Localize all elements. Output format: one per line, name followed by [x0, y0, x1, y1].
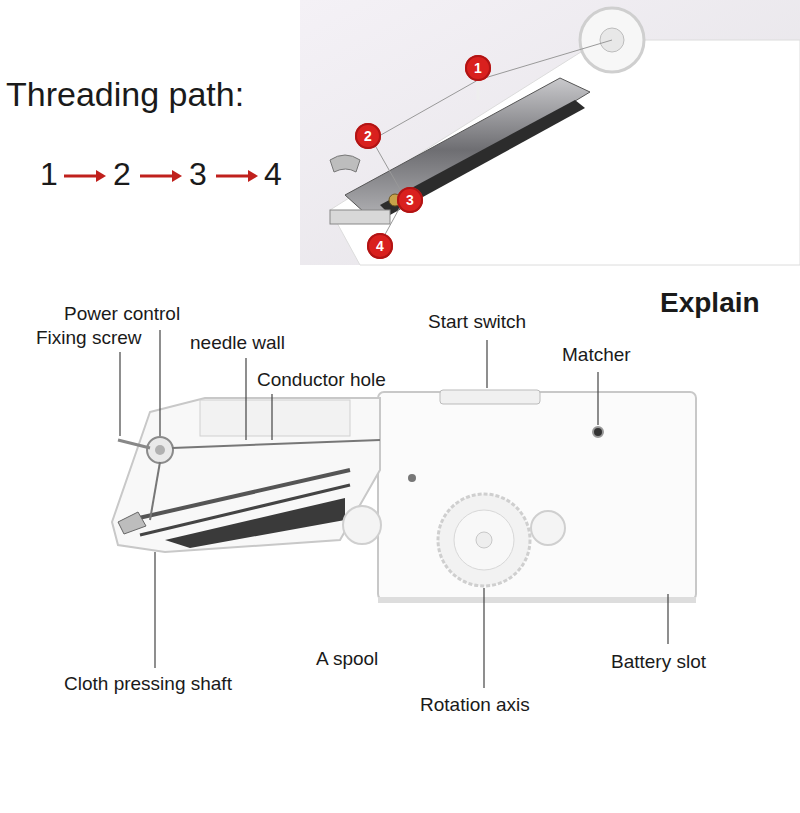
sequence-number: 2: [113, 157, 131, 192]
sequence-number: 4: [264, 157, 282, 192]
part-label: Conductor hole: [257, 370, 386, 391]
part-label: Rotation axis: [420, 695, 530, 716]
callout-number: 1: [474, 61, 482, 75]
threading-photo: [300, 0, 800, 265]
callout-number: 3: [406, 193, 414, 207]
callout-circle: 1: [465, 55, 491, 81]
callout-circle: 3: [397, 187, 423, 213]
sewing-machine: [112, 390, 696, 600]
sequence-arrows: [64, 170, 258, 182]
part-label: Cloth pressing shaft: [64, 674, 232, 695]
sequence-number: 1: [40, 157, 58, 192]
sequence-number: 3: [189, 157, 207, 192]
callout-circle: 2: [355, 123, 381, 149]
part-label: Matcher: [562, 345, 631, 366]
part-label: Power control: [64, 304, 180, 325]
part-label: needle wall: [190, 333, 285, 354]
callout-circle: 4: [367, 233, 393, 259]
section-heading: Threading path:: [6, 76, 244, 113]
callout-number: 2: [364, 129, 372, 143]
leader-lines: [120, 330, 668, 688]
section-heading: Explain: [660, 288, 760, 319]
part-label: Start switch: [428, 312, 526, 333]
part-label: Battery slot: [611, 652, 706, 673]
part-label: A spool: [316, 649, 378, 670]
callout-number: 4: [376, 239, 384, 253]
part-label: Fixing screw: [36, 328, 142, 349]
